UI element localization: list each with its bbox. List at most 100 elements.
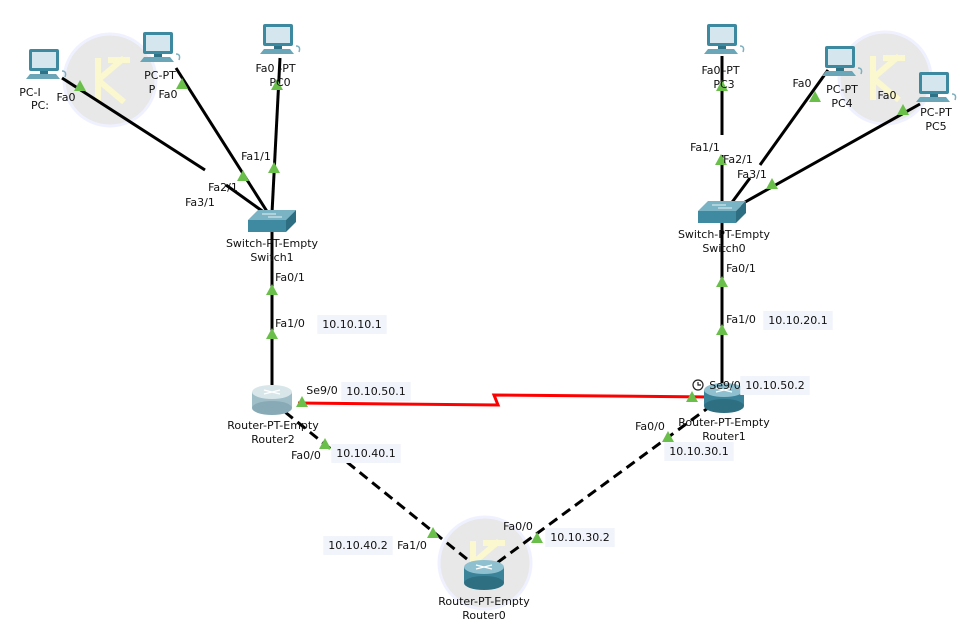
port-label-group: Se9/0	[306, 384, 337, 397]
device-name-label: Router1	[702, 430, 745, 443]
device-model-label-group: Router-PT-Empty	[227, 419, 319, 432]
switch-icon[interactable]	[248, 210, 296, 232]
ip-address-label-group: 10.10.40.1	[331, 444, 401, 463]
device-pc2[interactable]	[26, 49, 67, 79]
link-up-triangle-icon	[662, 431, 674, 442]
pc-icon[interactable]	[704, 24, 745, 54]
ip-address-label-group: 10.10.10.1	[317, 315, 387, 334]
device-name-label: PC0	[269, 76, 290, 89]
link-pc0-switch1[interactable]	[268, 57, 283, 214]
device-pc4[interactable]	[822, 46, 863, 76]
port-label-group: Fa0	[158, 88, 177, 101]
port-label: Fa1/0	[726, 313, 756, 326]
link-switch1-router2[interactable]	[266, 232, 278, 385]
ip-address-label-bg	[740, 376, 810, 395]
link-router2-router1[interactable]	[296, 391, 713, 407]
device-model-label: Router-PT-Empty	[438, 595, 530, 608]
port-label-group: Fa0/0	[291, 449, 321, 462]
device-name-label-group: PC:	[31, 99, 49, 112]
device-name-label-group: PC4	[831, 97, 852, 110]
pc-icon[interactable]	[26, 49, 67, 79]
watermark-logo	[62, 32, 158, 128]
device-name-label: PC4	[831, 97, 852, 110]
cable-line[interactable]	[737, 102, 921, 208]
port-label: Fa0	[255, 62, 274, 75]
cable-line[interactable]	[728, 177, 752, 206]
ip-address-label: 10.10.40.1	[336, 447, 395, 460]
device-router0[interactable]	[464, 560, 504, 590]
device-pc5[interactable]	[916, 72, 957, 102]
port-label-group: Fa0/0	[635, 420, 665, 433]
pc-icon[interactable]	[916, 72, 957, 102]
link-up-triangle-icon	[897, 104, 909, 115]
device-pc3[interactable]	[704, 24, 745, 54]
device-name-label: Switch1	[250, 251, 293, 264]
device-pc0[interactable]	[260, 24, 301, 54]
device-name-label-group: Switch0	[702, 242, 745, 255]
cable-line[interactable]	[61, 76, 206, 172]
link-router1-router0[interactable]	[489, 403, 713, 570]
ip-address-label: 10.10.20.1	[768, 314, 827, 327]
link-pc3-switch0[interactable]	[715, 56, 728, 205]
port-label-group: Fa1/1	[690, 141, 720, 154]
router-icon[interactable]	[704, 383, 744, 413]
link-router2-router0[interactable]	[284, 410, 479, 570]
device-model-label: PC-PT	[826, 83, 858, 96]
ip-address-label-group: 10.10.20.1	[763, 311, 833, 330]
port-label-group: Fa2/1	[208, 181, 238, 194]
link-pc5-switch0[interactable]	[737, 102, 921, 208]
port-label: Fa1/0	[275, 317, 305, 330]
device-name-label-group: Router1	[702, 430, 745, 443]
port-label-group: Fa1/0	[275, 317, 305, 330]
device-model-label-group: Switch-PT-Empty	[678, 228, 771, 241]
cable-line[interactable]	[758, 69, 830, 166]
port-label: Fa1/1	[241, 150, 271, 163]
port-label: Fa3/1	[737, 168, 767, 181]
port-label-group: Fa0/1	[726, 262, 756, 275]
link-up-triangle-icon	[74, 80, 86, 91]
cable-line[interactable]	[174, 67, 270, 214]
device-name-label-group: PC5	[925, 120, 946, 133]
pc-icon[interactable]	[140, 32, 181, 62]
router-icon[interactable]	[464, 560, 504, 590]
cable-line[interactable]	[284, 410, 479, 570]
device-router2[interactable]	[252, 385, 292, 415]
pc-icon[interactable]	[822, 46, 863, 76]
device-switch0[interactable]	[698, 201, 746, 223]
cable-line[interactable]	[297, 393, 713, 407]
switch-icon[interactable]	[698, 201, 746, 223]
device-model-label-group: PC-PT	[920, 106, 952, 119]
device-router1[interactable]	[704, 383, 744, 413]
port-label-group: Fa0	[792, 77, 811, 90]
watermark-logo	[837, 30, 933, 126]
ip-address-label: 10.10.30.2	[550, 531, 609, 544]
ip-address-label-bg	[323, 536, 393, 555]
port-label: Fa0	[56, 91, 75, 104]
device-switch1[interactable]	[248, 210, 296, 232]
router-icon[interactable]	[252, 385, 292, 415]
link-pc1-switch1[interactable]	[174, 67, 270, 214]
link-up-triangle-icon	[427, 527, 439, 538]
device-name-label-group: PC3	[713, 78, 734, 91]
link-up-triangle-icon	[266, 284, 278, 295]
port-label: Fa2/1	[723, 153, 753, 166]
port-label-group: Fa0	[56, 91, 75, 104]
ip-address-label-bg	[317, 315, 387, 334]
link-pc4-switch0[interactable]	[728, 69, 830, 206]
device-model-label: Router-PT-Empty	[678, 416, 770, 429]
cable-line[interactable]	[225, 183, 266, 215]
device-model-label-group: -PT	[722, 64, 740, 77]
pc-icon[interactable]	[260, 24, 301, 54]
link-up-triangle-icon	[686, 391, 698, 402]
cable-line[interactable]	[489, 403, 713, 570]
link-up-triangle-icon	[716, 324, 728, 335]
device-model-label-group: PC-PT	[144, 69, 176, 82]
device-pc1[interactable]	[140, 32, 181, 62]
device-name-label: PC3	[713, 78, 734, 91]
port-label-group: Se9/0	[709, 379, 740, 392]
link-switch0-router1[interactable]	[716, 222, 728, 385]
ip-address-label-bg	[331, 444, 401, 463]
device-name-label: PC:	[31, 99, 49, 112]
link-pc2-switch1[interactable]	[61, 76, 266, 215]
